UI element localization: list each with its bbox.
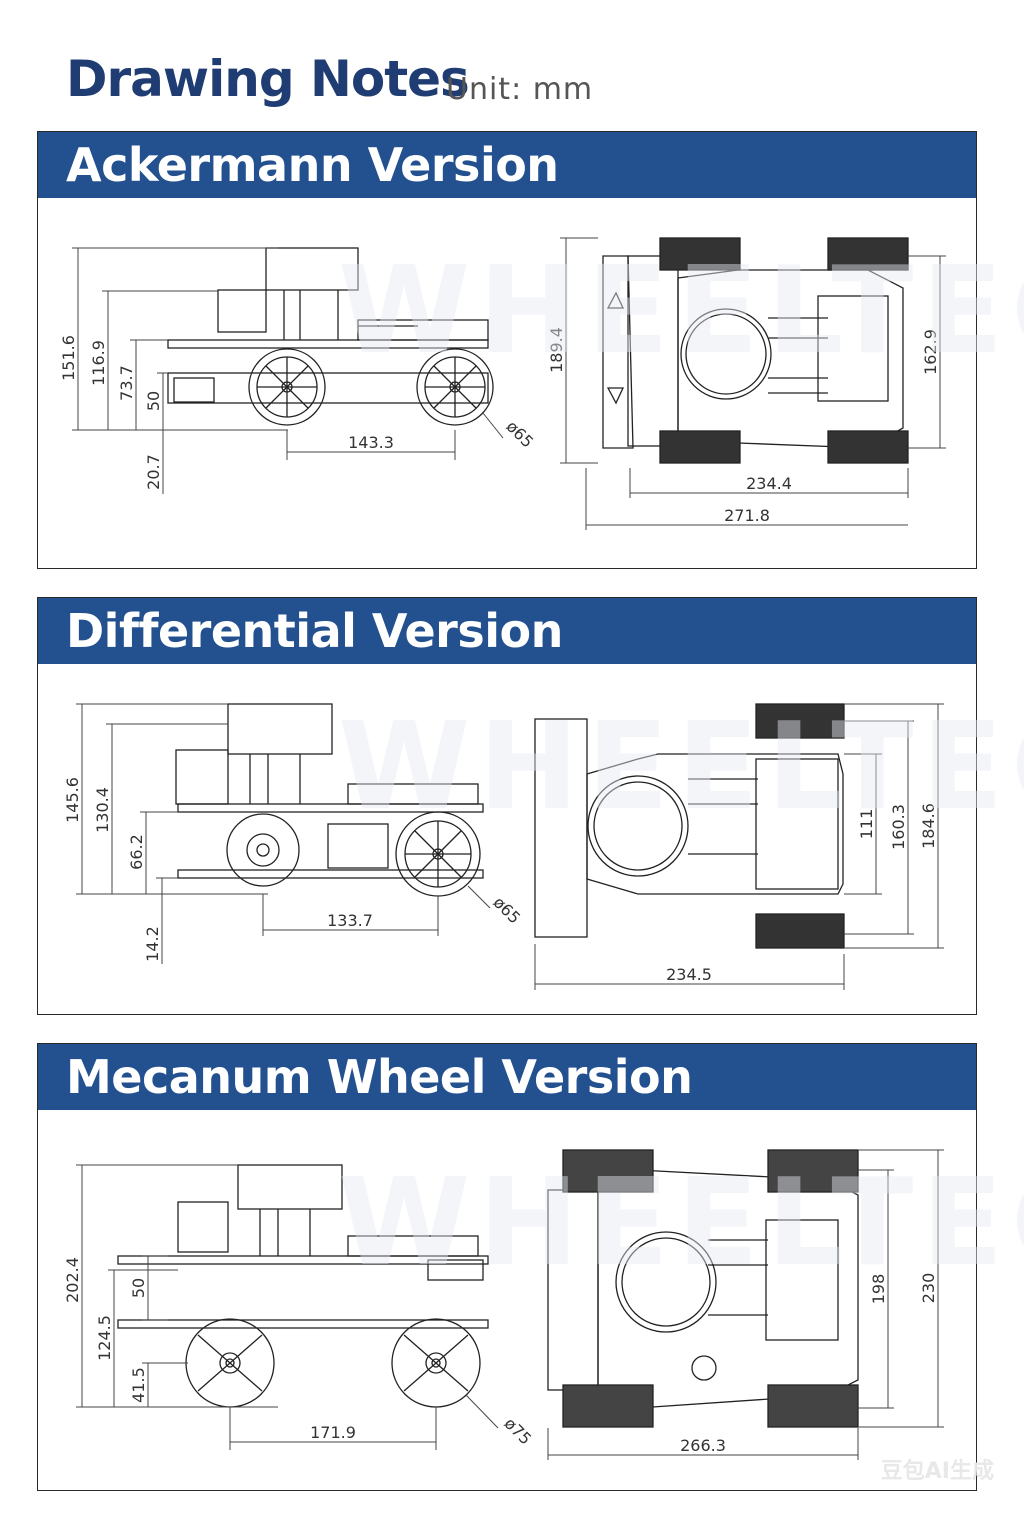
dim-length: 266.3 <box>680 1436 726 1455</box>
dim-wheelbase: 133.7 <box>327 911 373 930</box>
dim-wheel-diameter: ø75 <box>501 1414 536 1449</box>
drive-wheel <box>395 811 481 897</box>
dim-total-height: 151.6 <box>59 335 78 381</box>
dim-total-height: 145.6 <box>63 777 82 823</box>
dim-length: 234.5 <box>666 965 712 984</box>
dim-track-outer: 271.8 <box>724 506 770 525</box>
caster-wheel <box>226 813 300 887</box>
dim-length: 189.4 <box>547 327 566 373</box>
lidar-housing <box>265 247 359 291</box>
section-heading: Mecanum Wheel Version <box>38 1044 976 1110</box>
dim-wheel-diameter: ø65 <box>490 893 525 928</box>
mecanum-wheel-rear <box>185 1318 275 1408</box>
corner-mark: 豆包AI生成 <box>880 1459 994 1484</box>
dim-ground-clearance: 20.7 <box>144 454 163 490</box>
section-ackermann: Ackermann Version WHEELTEC <box>37 131 1024 569</box>
dim-chassis-height: 66.2 <box>127 834 146 870</box>
dim-track-inner: 234.4 <box>746 474 792 493</box>
dim-mid-height: 124.5 <box>95 1315 114 1361</box>
dim-width-outer: 230 <box>919 1273 938 1304</box>
dim-deck-height: 50 <box>129 1278 148 1298</box>
differential-drawing: 145.6 130.4 66.2 14.2 133.7 ø65 111 160.… <box>63 703 944 990</box>
unit-label: Unit: mm <box>446 72 594 107</box>
ackermann-drawing: 151.6 116.9 73.7 50 20.7 143.3 ø65 189.4… <box>59 237 946 530</box>
wheel-front <box>416 348 494 426</box>
dim-mid-height: 116.9 <box>89 340 108 386</box>
dim-wheel-diameter: ø65 <box>503 417 538 452</box>
dim-ground-clearance: 14.2 <box>143 926 162 962</box>
dim-width-outer: 184.6 <box>919 803 938 849</box>
section-differential: Differential Version WHEELTEC <box>37 597 1024 1015</box>
mecanum-drawing: 202.4 124.5 50 41.5 171.9 ø75 198 230 26… <box>63 1149 944 1460</box>
dim-width-mid: 160.3 <box>889 804 908 850</box>
dim-chassis-height: 73.7 <box>117 365 136 401</box>
dim-wheelbase: 171.9 <box>310 1423 356 1442</box>
dim-wheelbase: 143.3 <box>348 433 394 452</box>
section-mecanum: Mecanum Wheel Version WHEELTEC <box>37 1043 1024 1491</box>
dim-width-inner: 111 <box>857 809 876 840</box>
section-heading: Differential Version <box>38 598 976 664</box>
dim-total-height: 202.4 <box>63 1257 82 1303</box>
dim-mid-height: 130.4 <box>93 787 112 833</box>
page-title: Drawing Notes <box>66 50 470 108</box>
section-heading: Ackermann Version <box>38 132 976 198</box>
dim-deck-height: 50 <box>144 391 163 411</box>
wheel-rear <box>248 348 326 426</box>
dim-width-inner: 198 <box>869 1274 888 1305</box>
mecanum-wheel-front <box>391 1318 481 1408</box>
dim-ground-clearance: 41.5 <box>129 1367 148 1403</box>
dim-width-axle: 162.9 <box>921 329 940 375</box>
